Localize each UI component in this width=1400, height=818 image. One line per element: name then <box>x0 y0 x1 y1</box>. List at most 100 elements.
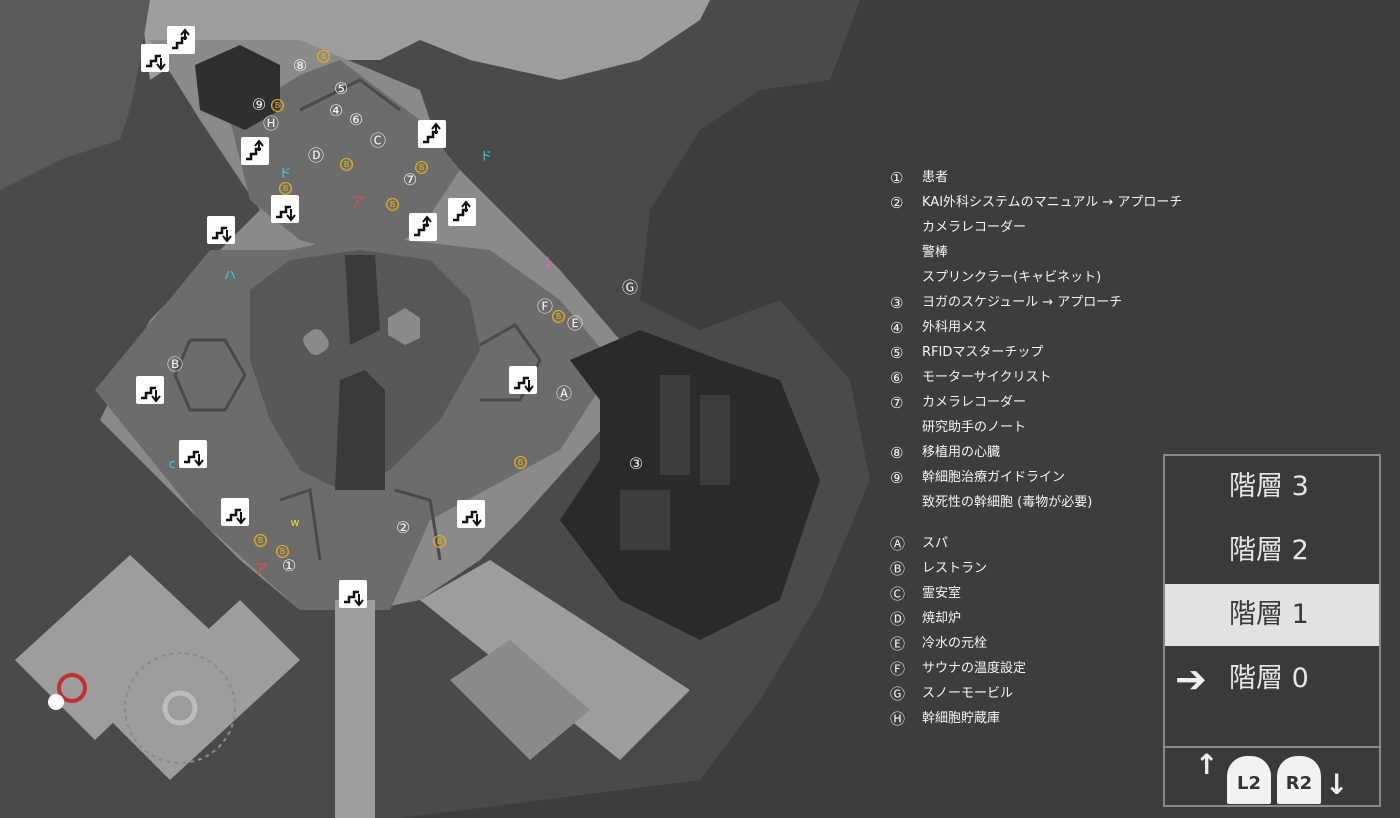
stairs-down-icon[interactable] <box>136 376 164 404</box>
r2-button[interactable]: R2 <box>1277 756 1321 804</box>
player-position <box>162 690 198 726</box>
stairs-down-icon[interactable] <box>207 216 235 244</box>
map-marker[interactable]: Ⓒ <box>369 131 386 150</box>
up-arrow-icon: ↑ <box>1195 748 1219 781</box>
legend-text: 霊安室 <box>922 586 962 601</box>
map-marker[interactable]: Ⓑ <box>254 534 267 547</box>
map-marker[interactable]: c <box>168 457 176 471</box>
legend-symbol: ⑨ <box>890 469 904 487</box>
map-marker[interactable]: ド <box>278 166 291 180</box>
map-marker[interactable]: ③ <box>628 454 644 473</box>
map-marker[interactable]: Ⓑ <box>279 182 292 195</box>
stairs-up-icon[interactable] <box>418 120 446 148</box>
stairs-down-icon[interactable] <box>221 498 249 526</box>
road-right-2 <box>450 640 590 760</box>
map-marker[interactable]: ア <box>351 195 365 211</box>
legend-symbol: Ⓒ <box>890 585 906 603</box>
legend-text: スプリンクラー(キャビネット) <box>922 270 1102 285</box>
floor-0-option[interactable]: ➔階層 0 <box>1165 648 1379 710</box>
stairs-up-icon[interactable] <box>409 213 437 241</box>
map-marker[interactable]: Ⓔ <box>566 314 583 333</box>
legend-text: 研究助手のノート <box>922 420 1027 435</box>
interior-walls <box>173 78 542 561</box>
stairs-down-icon[interactable] <box>141 44 169 72</box>
map-marker[interactable]: Ⓖ <box>621 278 638 297</box>
legend-text: 幹細胞貯蔵庫 <box>922 711 1001 726</box>
floor-2-option[interactable]: 階層 2 <box>1165 520 1379 582</box>
map-marker[interactable]: Ⓓ <box>307 146 324 165</box>
stairs-down-icon[interactable] <box>509 366 537 394</box>
court-dark-column <box>345 255 380 345</box>
map-marker[interactable]: ① <box>281 556 297 575</box>
legend-symbol: Ⓗ <box>890 710 906 728</box>
stairs-down-icon[interactable] <box>339 580 367 608</box>
legend-item: スプリンクラー(キャビネット) <box>890 269 1101 287</box>
right-block-3 <box>620 490 670 550</box>
stairs-up-icon[interactable] <box>167 26 195 54</box>
stairs-down-icon[interactable] <box>179 440 207 468</box>
legend-symbol: ⑧ <box>890 444 904 462</box>
map-marker[interactable]: Ⓑ <box>166 355 183 374</box>
map-marker[interactable]: Ⓑ <box>415 161 428 174</box>
legend-text: カメラレコーダー <box>922 395 1027 410</box>
road-center <box>335 600 375 818</box>
terrain-snow-top <box>140 0 710 80</box>
map-marker[interactable]: Ⓗ <box>262 114 279 133</box>
court-pillar <box>388 308 420 345</box>
court-pillar-2 <box>303 329 329 355</box>
legend-text: スパ <box>922 536 949 551</box>
legend-item: Ⓗ 幹細胞貯蔵庫 <box>890 710 1000 728</box>
legend-symbol: ① <box>890 169 904 187</box>
map-marker[interactable]: ハ <box>223 268 236 282</box>
map-marker[interactable]: Ⓑ <box>514 456 527 469</box>
right-block-2 <box>700 395 730 485</box>
map-marker[interactable]: Ⓑ <box>271 99 284 112</box>
map-marker[interactable]: ア <box>254 562 268 578</box>
map-marker[interactable]: ⑥ <box>348 110 364 129</box>
legend-text: 致死性の幹細胞 (毒物が必要) <box>922 495 1093 510</box>
floor-divider <box>1165 746 1379 748</box>
legend-symbol: ④ <box>890 319 904 337</box>
map-marker[interactable]: Ⓕ <box>536 297 553 316</box>
player-range <box>124 652 236 764</box>
legend-symbol: Ⓖ <box>890 685 906 703</box>
map-marker[interactable]: Ⓐ <box>555 384 572 403</box>
floor-1-option[interactable]: 階層 1 <box>1165 584 1379 646</box>
legend-text: 幹細胞治療ガイドライン <box>922 470 1066 485</box>
stairs-up-icon[interactable] <box>448 198 476 226</box>
l2-button[interactable]: L2 <box>1227 756 1271 804</box>
legend-item: 致死性の幹細胞 (毒物が必要) <box>890 494 1092 512</box>
map-marker[interactable]: ④ <box>328 101 344 120</box>
stairs-up-icon[interactable] <box>241 137 269 165</box>
legend-text: 警棒 <box>922 245 949 260</box>
map-marker[interactable]: ↓ <box>542 255 554 271</box>
floor-3-option[interactable]: 階層 3 <box>1165 456 1379 518</box>
legend-text: サウナの温度設定 <box>922 661 1027 676</box>
exit-down-marker <box>48 694 64 710</box>
right-dark-structure <box>560 330 820 640</box>
floor-label: 階層 2 <box>1229 535 1309 566</box>
road-left-2 <box>110 600 300 780</box>
legend-symbol: ② <box>890 194 904 212</box>
terrain-left <box>0 0 150 190</box>
map-marker[interactable]: ⑨ <box>251 95 267 114</box>
map-marker[interactable]: Ⓑ <box>276 545 289 558</box>
map-marker[interactable]: ⑤ <box>333 79 349 98</box>
map-marker[interactable]: ⑦ <box>402 170 418 189</box>
map-marker[interactable]: ⑧ <box>292 56 308 75</box>
legend-symbol: ⑥ <box>890 369 904 387</box>
map-marker[interactable]: Ⓑ <box>317 50 330 63</box>
stairs-down-icon[interactable] <box>457 500 485 528</box>
map-marker[interactable]: Ⓑ <box>433 535 446 548</box>
map-marker[interactable]: Ⓑ <box>386 198 399 211</box>
map-marker[interactable]: w <box>290 516 300 529</box>
map-marker[interactable]: Ⓑ <box>340 158 353 171</box>
floor-label: 階層 1 <box>1229 599 1309 630</box>
map-marker[interactable]: ② <box>395 518 411 537</box>
map-marker[interactable]: ド <box>479 149 492 163</box>
map-marker[interactable]: Ⓑ <box>552 310 565 323</box>
stairs-down-icon[interactable] <box>271 195 299 223</box>
